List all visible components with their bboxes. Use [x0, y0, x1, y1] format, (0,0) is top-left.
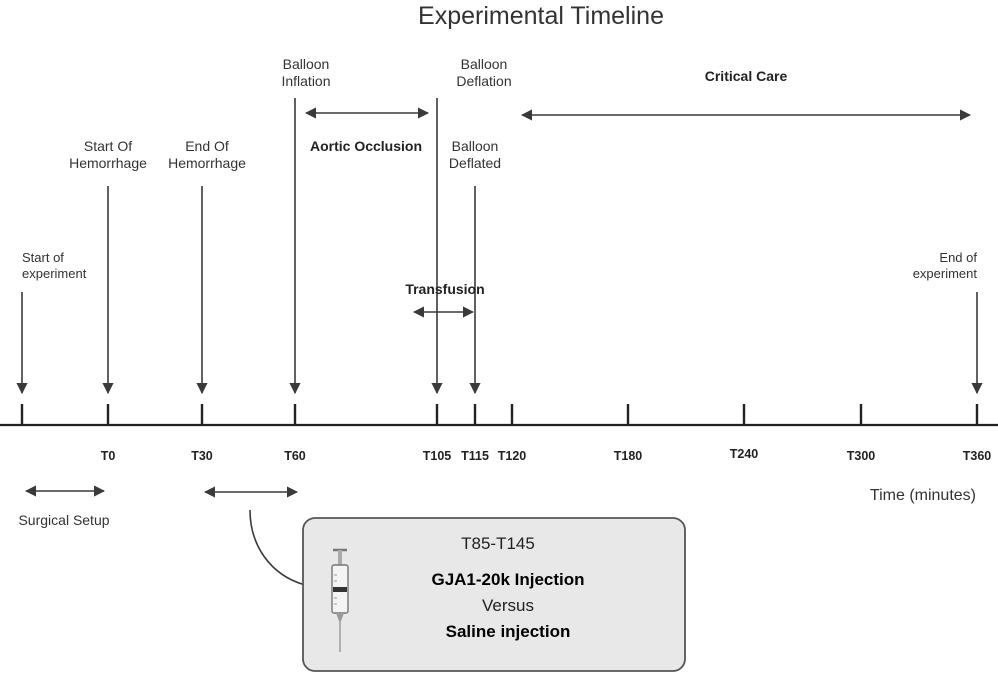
period-surgical-setup: Surgical Setup — [18, 485, 110, 528]
diagram-title: Experimental Timeline — [418, 2, 664, 30]
event-start-hemorrhage: Start Of Hemorrhage — [69, 138, 147, 395]
event-start-hemorrhage-line2: Hemorrhage — [69, 155, 147, 171]
injection-window-label: T85-T145 — [461, 534, 535, 553]
tick-label-t180: T180 — [614, 449, 643, 463]
injection-treatment-label: GJA1-20k Injection — [431, 570, 584, 589]
axis-tick-labels: T0 T30 T60 T105 T115 T120 T180 T240 T300… — [101, 447, 992, 463]
event-end-hemorrhage-line1: End Of — [185, 138, 229, 154]
event-balloon-deflated-line1: Balloon — [452, 138, 499, 154]
tick-label-t115: T115 — [461, 449, 489, 463]
event-balloon-deflation-line1: Balloon — [461, 56, 508, 72]
tick-label-t240: T240 — [730, 447, 759, 461]
event-start-hemorrhage-line1: Start Of — [84, 138, 132, 154]
injection-control-label: Saline injection — [446, 622, 571, 641]
period-surgical-setup-label: Surgical Setup — [18, 512, 109, 528]
tick-label-t120: T120 — [498, 449, 527, 463]
event-balloon-deflated-line2: Deflated — [449, 155, 501, 171]
period-critical-care-label: Critical Care — [705, 68, 788, 84]
event-end-hemorrhage-line2: Hemorrhage — [168, 155, 246, 171]
event-balloon-deflation-line2: Deflation — [456, 73, 511, 89]
event-balloon-inflation-line2: Inflation — [281, 73, 330, 89]
period-critical-care: Critical Care — [520, 68, 972, 121]
tick-label-t60: T60 — [284, 449, 306, 463]
tick-label-t30: T30 — [191, 449, 213, 463]
tick-label-t360: T360 — [963, 449, 992, 463]
event-end-experiment: End of experiment — [913, 250, 983, 395]
event-balloon-inflation: Balloon Inflation — [281, 56, 331, 395]
event-end-experiment-line2: experiment — [913, 266, 978, 281]
tick-label-t0: T0 — [101, 449, 116, 463]
period-aortic-occlusion: Aortic Occlusion — [304, 107, 430, 154]
event-balloon-inflation-line1: Balloon — [283, 56, 330, 72]
event-balloon-deflation: Balloon Deflation — [431, 56, 512, 395]
period-aortic-occlusion-label: Aortic Occlusion — [310, 138, 422, 154]
tick-label-t300: T300 — [847, 449, 876, 463]
period-transfusion: Transfusion — [405, 281, 485, 318]
syringe-icon — [331, 548, 349, 652]
event-balloon-deflated: Balloon Deflated — [449, 138, 501, 395]
injection-box-frame — [302, 517, 686, 672]
event-end-experiment-line1: End of — [939, 250, 977, 265]
injection-versus-label: Versus — [482, 596, 534, 615]
event-start-experiment-line1: Start of — [22, 250, 64, 265]
event-start-experiment-line2: experiment — [22, 266, 87, 281]
axis-label: Time (minutes) — [870, 487, 976, 504]
period-transfusion-label: Transfusion — [405, 281, 484, 297]
event-start-experiment: Start of experiment — [16, 250, 87, 395]
tick-label-t105: T105 — [423, 449, 452, 463]
injection-connector — [249, 509, 306, 586]
event-end-hemorrhage: End Of Hemorrhage — [168, 138, 246, 395]
axis-ticks — [20, 404, 979, 425]
injection-box: T85-T145 GJA1-20k Injection Versus Salin… — [302, 517, 686, 672]
